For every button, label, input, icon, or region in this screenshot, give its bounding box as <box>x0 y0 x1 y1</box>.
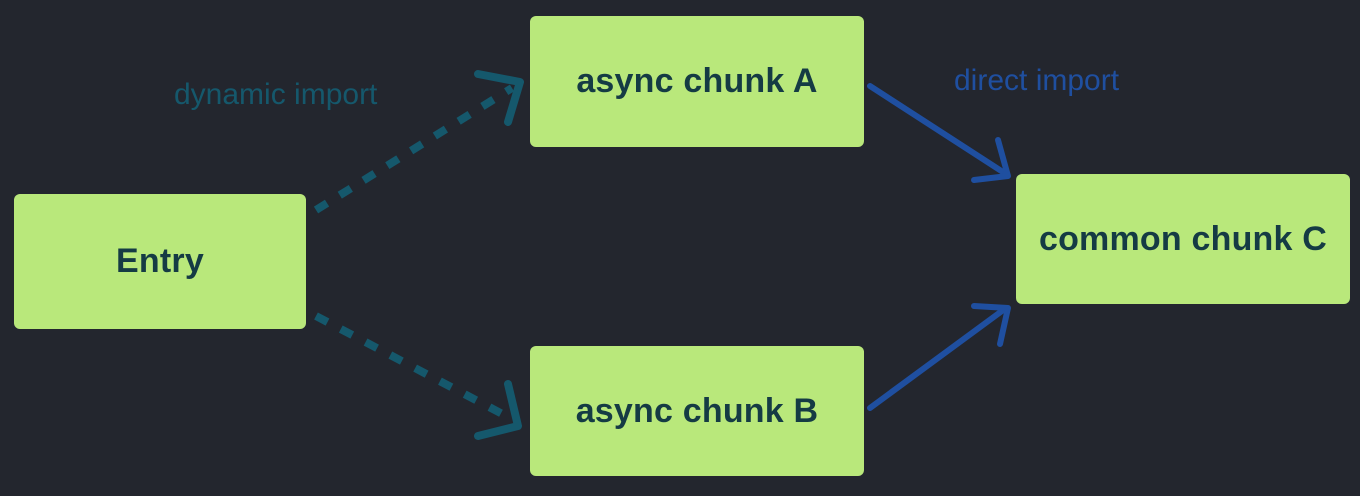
arrowhead-async-a-to-common-c <box>971 137 1011 183</box>
dynamic-import-label: dynamic import <box>174 78 378 111</box>
async-chunk-b-node: async chunk B <box>530 346 864 476</box>
edge-async-a-to-common-c <box>867 83 1009 177</box>
async-chunk-b-label: async chunk B <box>575 391 819 430</box>
async-chunk-a-node: async chunk A <box>530 16 864 147</box>
arrowhead-entry-to-async-b <box>474 380 522 440</box>
direct-import-label: direct import <box>954 64 1120 97</box>
entry-node-label: Entry <box>116 242 204 280</box>
edge-async-b-to-common-c <box>867 305 1009 411</box>
entry-node: Entry <box>14 194 306 329</box>
async-chunk-a-label: async chunk A <box>576 62 818 100</box>
edge-entry-to-async-a <box>313 84 515 214</box>
arrowhead-entry-to-async-a <box>474 70 524 126</box>
arrowhead-async-b-to-common-c <box>971 303 1011 347</box>
common-chunk-c-node: common chunk C <box>1016 174 1350 304</box>
common-chunk-c-label: common chunk C <box>1038 219 1328 258</box>
edge-entry-to-async-b <box>314 312 512 422</box>
